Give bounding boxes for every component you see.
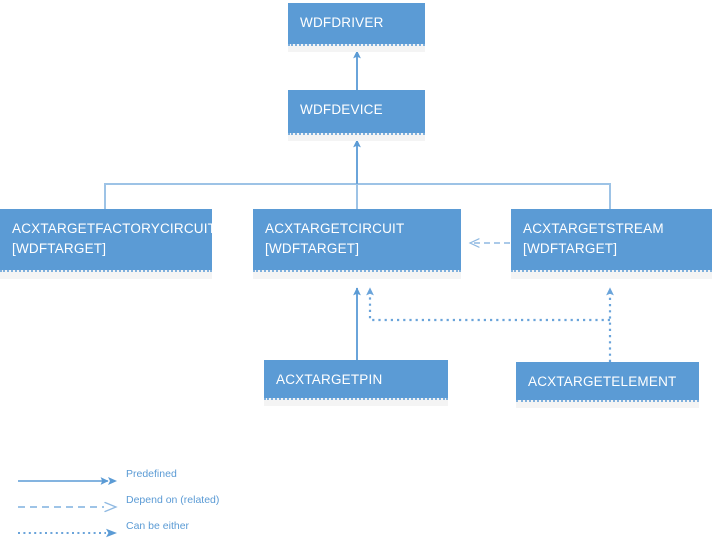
node-acxtargetfactorycircuit[interactable]: ACXTARGETFACTORYCIRCUIT [WDFTARGET] <box>0 209 217 270</box>
node-wdfdriver[interactable]: WDFDRIVER <box>288 3 425 44</box>
node-acxtargetelement[interactable]: ACXTARGETELEMENT <box>516 362 699 400</box>
legend-label-predefined: Predefined <box>126 468 177 480</box>
node-shadow-element <box>516 400 699 408</box>
legend-line-either <box>18 528 117 538</box>
node-acxtargetpin[interactable]: ACXTARGETPIN <box>264 360 448 398</box>
node-acxtargetcircuit-label: ACXTARGETCIRCUIT <box>265 221 405 236</box>
node-shadow-wdfdriver <box>288 44 425 52</box>
node-shadow-wdfdevice <box>288 133 425 141</box>
legend-item-depend-on: Depend on (related) <box>0 494 300 516</box>
node-acxtargetstream[interactable]: ACXTARGETSTREAM [WDFTARGET] <box>511 209 712 270</box>
edge-targets-to-wdfdevice <box>104 139 611 209</box>
node-acxtargetstream-label: ACXTARGETSTREAM <box>523 221 664 236</box>
node-acxtargetfactorycircuit-type: [WDFTARGET] <box>12 241 107 256</box>
node-acxtargetcircuit-type: [WDFTARGET] <box>265 241 360 256</box>
node-acxtargetelement-label: ACXTARGETELEMENT <box>528 374 677 389</box>
node-acxtargetfactorycircuit-label: ACXTARGETFACTORYCIRCUIT <box>12 221 217 236</box>
node-wdfdriver-label: WDFDRIVER <box>300 15 384 30</box>
node-acxtargetcircuit[interactable]: ACXTARGETCIRCUIT [WDFTARGET] <box>253 209 461 270</box>
legend-item-predefined: Predefined <box>0 468 300 490</box>
node-wdfdevice-label: WDFDEVICE <box>300 102 383 117</box>
node-shadow-stream <box>511 270 712 279</box>
legend-label-either: Can be either <box>126 520 190 532</box>
legend-line-predefined <box>18 477 117 485</box>
legend-line-depend-on <box>18 501 118 513</box>
legend-item-either: Can be either <box>0 520 300 541</box>
node-wdfdevice[interactable]: WDFDEVICE <box>288 90 425 133</box>
legend-label-depend-on: Depend on (related) <box>126 494 220 506</box>
node-shadow-circuit <box>253 270 461 279</box>
node-acxtargetpin-label: ACXTARGETPIN <box>276 372 383 387</box>
edge-element-to-circuit-either <box>366 287 610 322</box>
node-shadow-pin <box>264 398 448 406</box>
node-shadow-factory <box>0 270 212 279</box>
node-acxtargetstream-type: [WDFTARGET] <box>523 241 618 256</box>
